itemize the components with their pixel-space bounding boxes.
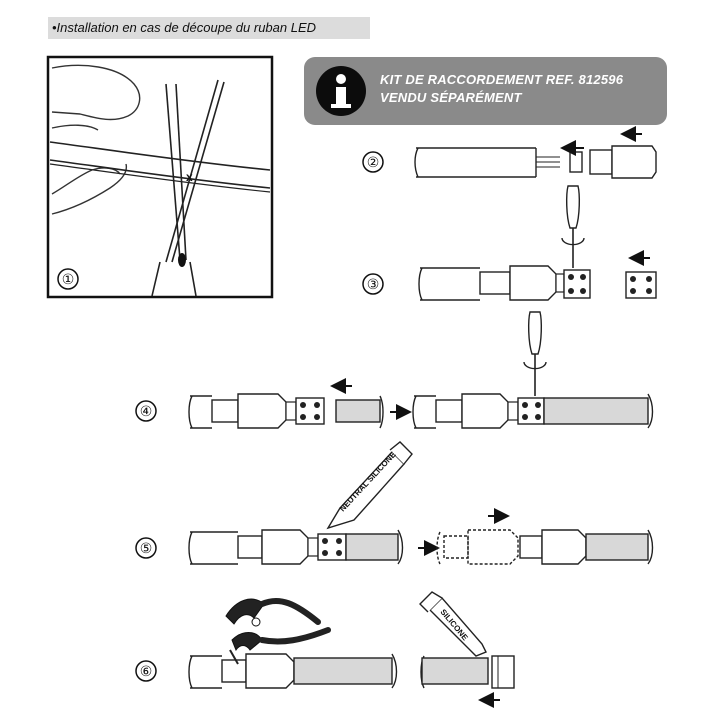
info-banner: KIT DE RACCORDEMENT REF. 812596 VENDU SÉ… — [304, 57, 667, 125]
step-2: ② — [362, 126, 657, 179]
screwdriver-icon — [523, 311, 547, 396]
info-icon — [316, 66, 366, 116]
step-2-label: ② — [367, 155, 380, 171]
screwdriver-icon — [561, 185, 585, 268]
step-5: ⑤ NEUTRAL SILICONE — [135, 441, 654, 565]
section-title: •Installation en cas de découpe du ruban… — [52, 20, 317, 35]
step-4: ④ — [135, 311, 654, 429]
small-connector-icon — [569, 151, 583, 173]
end-cap-icon — [491, 655, 515, 689]
banner-kit-reference: KIT DE RACCORDEMENT REF. 812596 — [380, 72, 624, 87]
step-1-panel: x ① — [46, 55, 274, 299]
svg-text:x: x — [186, 170, 193, 184]
step-1-label: ① — [62, 272, 75, 288]
silicone-tube-icon: SILICONE — [419, 591, 487, 657]
step-6: ⑥ SILICONE — [135, 591, 515, 708]
step-6-label: ⑥ — [140, 664, 153, 680]
terminal-block-icon — [563, 269, 591, 299]
silicone-tube-icon: NEUTRAL SILICONE — [326, 441, 413, 530]
banner-sold-separately: VENDU SÉPARÉMENT — [380, 90, 522, 105]
section-header: •Installation en cas de découpe du ruban… — [48, 17, 370, 39]
pliers-icon — [225, 597, 331, 665]
scissors-icon: x — [151, 79, 225, 297]
step-4-label: ④ — [140, 404, 153, 420]
step-5-label: ⑤ — [140, 541, 153, 557]
end-cap-icon — [589, 145, 657, 179]
spare-terminal-icon — [625, 271, 657, 299]
step-3: ③ — [362, 185, 657, 301]
hand-icon — [51, 64, 141, 121]
step-3-label: ③ — [367, 277, 380, 293]
